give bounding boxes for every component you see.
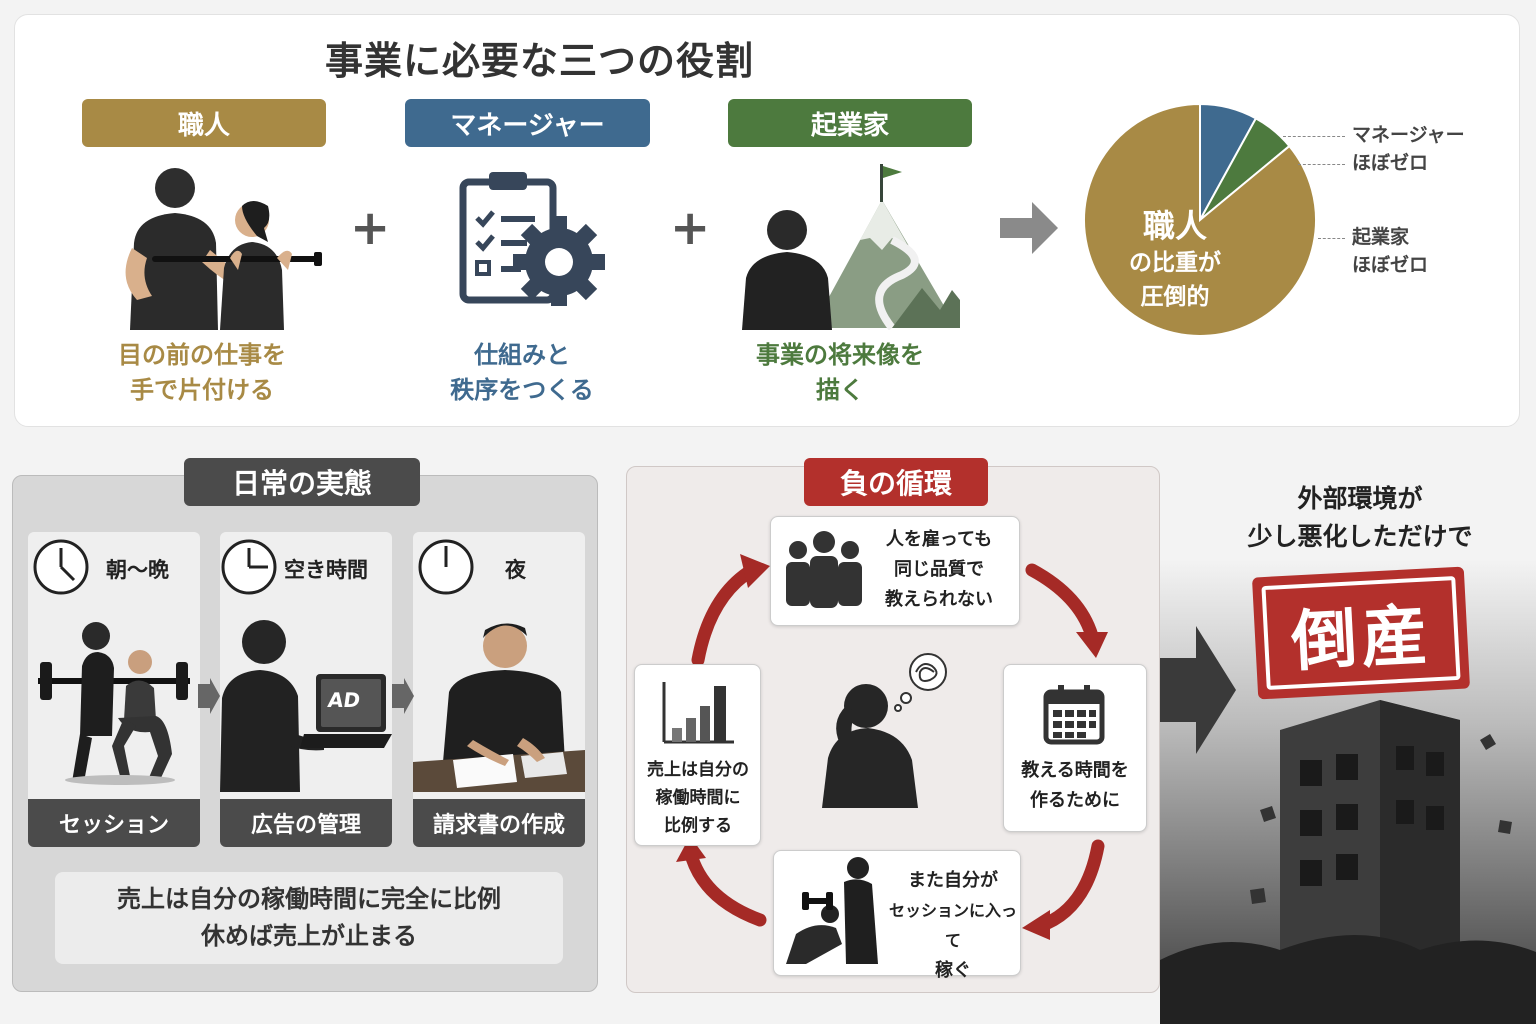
pie-center-line-2: の比重が <box>1129 250 1221 276</box>
big-arrow-right-icon <box>1160 626 1236 754</box>
cycle-text-teaching-time: 教える時間を 作るために <box>1021 760 1129 811</box>
people-group-icon <box>786 531 862 608</box>
day-card-ads: 空き時間 AD 広告の管理 <box>220 532 392 847</box>
legend-manager: マネージャー ほぼゼロ <box>1352 124 1465 174</box>
day-card-session: 朝〜晩 セッション <box>28 532 200 847</box>
role-caption-manager: 仕組みと 秩序をつくる <box>450 341 594 404</box>
role-tag-craftsman: 職人 <box>82 99 326 147</box>
bar-chart-icon <box>662 682 734 744</box>
laptop-screen-label: AD <box>326 688 362 712</box>
trainer-illustration <box>125 168 322 330</box>
clock-icon <box>33 539 89 595</box>
role-caption-craftsman: 目の前の仕事を 手で片付ける <box>118 341 286 404</box>
entrepreneur-mountain-illustration <box>742 160 960 330</box>
day-task-label: 広告の管理 <box>220 799 392 847</box>
arrow-right-icon <box>392 678 414 714</box>
cycle-text-session-again: また自分が セッションに入って 稼ぐ <box>888 870 1017 981</box>
day-time-label: 朝〜晩 <box>106 558 169 582</box>
day-time-label: 空き時間 <box>284 558 368 582</box>
arrow-right-icon <box>198 678 220 714</box>
legend-leader <box>1318 238 1345 239</box>
page-title: 事業に必要な三つの役割 <box>325 39 755 83</box>
collapse-background <box>1160 560 1536 1024</box>
role-tag-entrepreneur: 起業家 <box>728 99 972 147</box>
legend-leader <box>1283 136 1345 137</box>
bankruptcy-stamp-text: 倒産 <box>1261 575 1461 691</box>
legend-leader <box>1298 164 1345 165</box>
role-tag-manager: マネージャー <box>405 99 650 147</box>
plus-icon: + <box>350 200 391 256</box>
stressed-person-illustration <box>822 653 947 808</box>
day-time-label: 夜 <box>505 558 526 582</box>
cycle-text-revenue: 売上は自分の 稼働時間に 比例する <box>647 760 749 836</box>
day-task-label: セッション <box>28 799 200 847</box>
negative-cycle-tag: 負の循環 <box>804 458 988 506</box>
laptop-work-illustration <box>220 620 392 792</box>
clock-icon <box>418 539 474 595</box>
role-caption-entrepreneur: 事業の将来像を 描く <box>756 341 924 404</box>
day-card-invoice: 夜 請求書の作成 <box>413 532 585 847</box>
cycle-text-hiring: 人を雇っても 同じ品質で 教えられない <box>885 529 993 610</box>
arrow-right-icon <box>1000 202 1058 254</box>
dumbbell-training-illustration <box>786 857 878 964</box>
checklist-gear-icon <box>459 172 605 306</box>
day-task-label: 請求書の作成 <box>413 799 585 847</box>
cycle-card-revenue <box>634 664 761 846</box>
outcome-text: 外部環境が 少し悪化しただけで <box>1247 484 1473 551</box>
calendar-icon <box>1043 685 1105 745</box>
bankruptcy-stamp: 倒産 <box>1251 566 1471 700</box>
pie-center-label: 職人 の比重が 圧倒的 <box>1110 206 1240 314</box>
legend-entrepreneur: 起業家 ほぼゼロ <box>1352 226 1429 276</box>
invoice-writing-illustration <box>413 623 585 792</box>
daily-summary: 売上は自分の稼働時間に完全に比例 休めば売上が止まる <box>55 872 563 964</box>
daily-reality-tag: 日常の実態 <box>184 458 420 506</box>
pie-center-line-3: 圧倒的 <box>1140 284 1210 310</box>
cycle-arrows <box>676 554 1108 940</box>
pie-slice <box>1083 102 1317 337</box>
pie-center-line-1: 職人 <box>1142 207 1207 245</box>
clock-icon <box>221 539 277 595</box>
squat-training-illustration <box>38 622 190 785</box>
role-share-pie <box>1083 102 1317 337</box>
plus-icon: + <box>670 200 711 256</box>
